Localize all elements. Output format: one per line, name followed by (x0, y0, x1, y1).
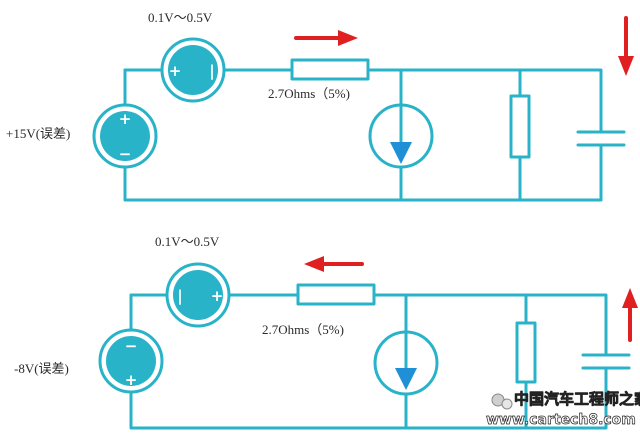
minus-sign: − (119, 145, 132, 163)
load-resistor-bottom (515, 321, 537, 384)
plus-sign: + (211, 287, 224, 305)
ac-voltage-source-top: + | (160, 37, 226, 103)
resistor-top (290, 58, 370, 81)
wire-network-bottom (129, 293, 608, 430)
watermark-cn-text: 中国汽车工程师之家 (514, 390, 640, 408)
flow-arrow-left (304, 256, 364, 272)
wire-network-top (123, 68, 603, 202)
watermark-url-text: www.cartech8.com (486, 412, 636, 428)
ac-voltage-label: 0.1V～0.5V (148, 10, 213, 25)
plus-sign: + (169, 62, 182, 80)
circuit-bottom: − + | + 0.1V～0.5V (14, 234, 638, 430)
minus-sign: − (125, 337, 138, 355)
bar-sign: | (209, 62, 214, 81)
ac-voltage-source-bottom: | + (165, 262, 231, 328)
current-source-top (368, 103, 434, 169)
source-voltage-label: -8V(误差) (14, 361, 69, 376)
side-arrow-down (618, 16, 634, 76)
current-arrow-down (395, 368, 417, 390)
flow-arrow-right (294, 30, 358, 46)
capacitor-bottom (581, 344, 631, 380)
circuit-top: + − + | (6, 10, 634, 202)
current-source-bottom (373, 330, 439, 396)
source-voltage-label: +15V(误差) (6, 126, 70, 141)
watermark: 中国汽车工程师之家 www.cartech8.com (486, 390, 640, 429)
side-arrow-up (622, 288, 638, 342)
dc-voltage-source-bottom: − + (98, 328, 164, 394)
dc-voltage-source-top: + − (92, 103, 158, 169)
load-resistor-top (509, 94, 531, 159)
resistor-label: 2.7Ohms（5%) (268, 86, 350, 101)
ac-voltage-label: 0.1V～0.5V (155, 234, 220, 249)
capacitor-top (576, 118, 626, 158)
watermark-logo-icon (491, 393, 513, 410)
resistor-bottom (296, 283, 376, 306)
plus-sign: + (125, 371, 138, 389)
bar-sign: | (177, 287, 182, 306)
plus-sign: + (119, 110, 132, 128)
resistor-label: 2.7Ohms（5%) (262, 322, 344, 337)
current-arrow-down (390, 142, 412, 164)
